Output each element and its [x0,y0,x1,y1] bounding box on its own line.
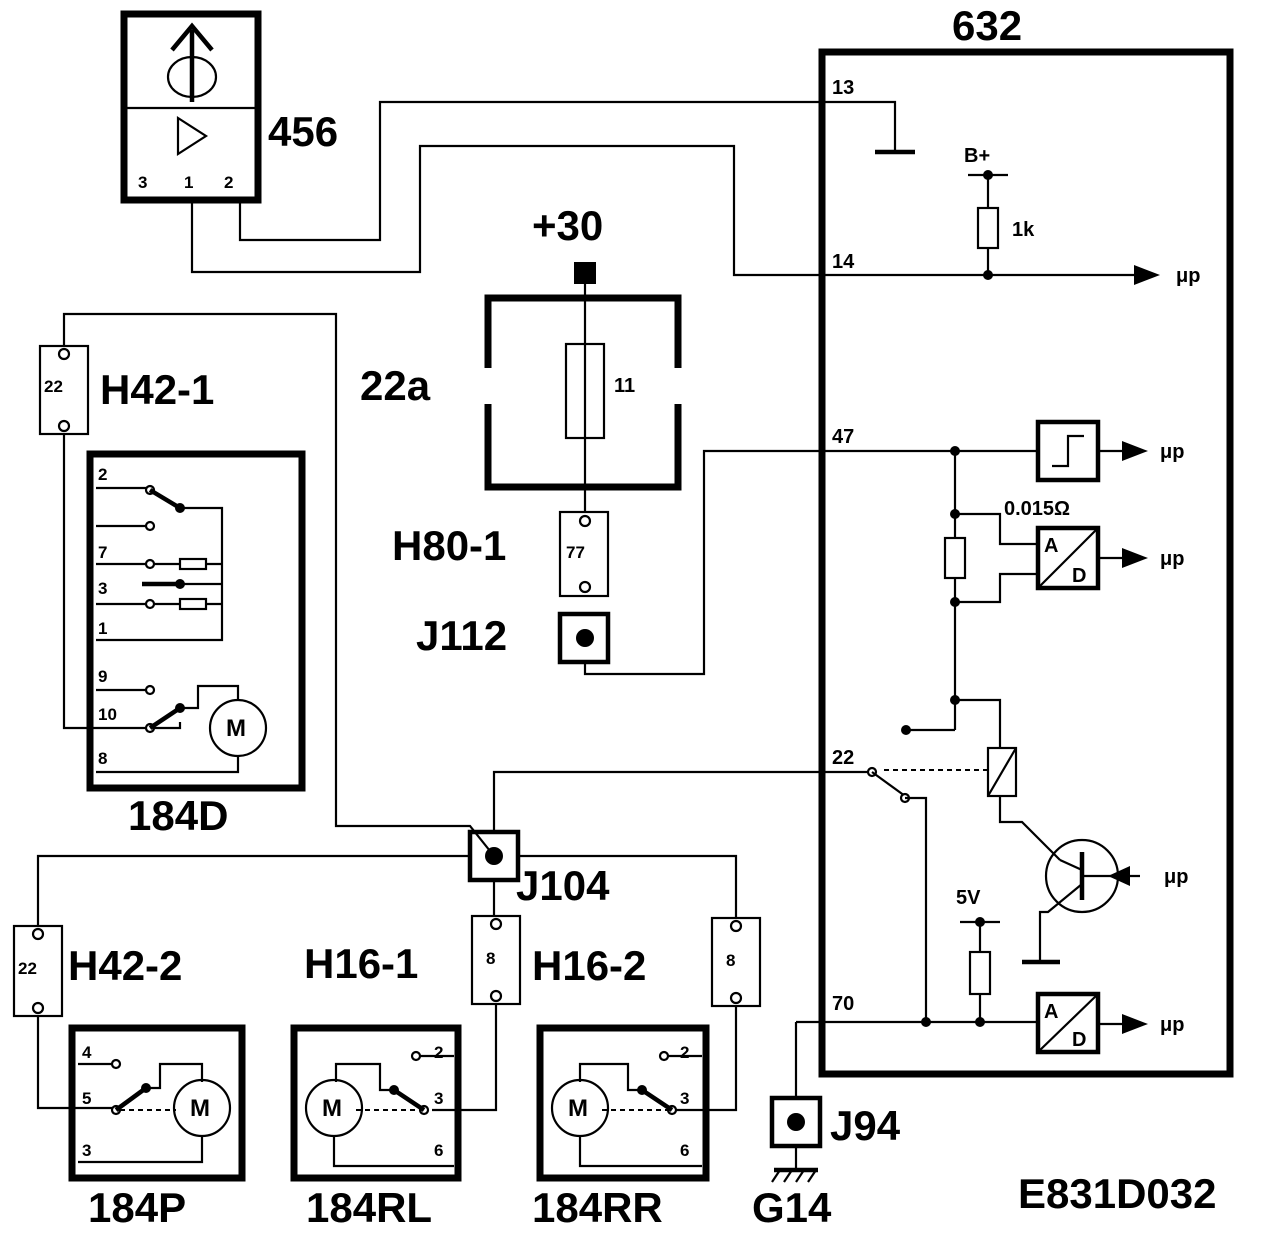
ecu-pin-47: 47 [832,426,854,448]
shunt-label: 0.015Ω [1004,498,1070,520]
h16-2-label: H16-2 [532,942,646,989]
sensor-label: 456 [268,108,338,155]
arrow-icon [1122,548,1148,568]
motor-184p-letter: M [190,1095,210,1122]
connector-h16-1: 8 H16-1 [304,914,522,1112]
184rl-pin-3: 3 [434,1089,443,1108]
motor-184d-letter: M [226,715,246,742]
184d-label: 184D [128,792,228,839]
184rr-pin-2: 2 [680,1043,689,1062]
connector-h42-2: 22 H42-2 [12,924,182,1110]
h16-1-pin: 8 [486,949,495,968]
connector-h80-1: 77 H80-1 J112 [392,449,822,676]
h42-1-pin: 22 [44,377,63,396]
supply-label: +30 [532,202,603,249]
supply-terminal [574,262,596,284]
amplifier-icon [176,115,209,157]
junction-j104: J104 [36,770,822,926]
arrow-icon [1122,1014,1148,1034]
motor-184p: 4 5 3 M 184P [68,1024,246,1231]
motor-184rr: 2 3 6 M 184RR [532,1024,710,1231]
h42-2-pin: 22 [18,959,37,978]
184rl-pin-6: 6 [434,1141,443,1160]
adc-a-1: A [1044,535,1058,557]
diagram-code: E831D032 [1018,1170,1217,1217]
sensor-pin-3: 3 [138,173,147,192]
ecu-pin-13: 13 [832,77,854,99]
h42-2-label: H42-2 [68,942,182,989]
motor-184rl: 2 3 6 M 184RL [290,1024,462,1231]
bplus-label: B+ [964,145,990,167]
184d-pin-3: 3 [98,579,107,598]
184d-pin-9: 9 [98,667,107,686]
resistor-5v [968,950,992,996]
junction-j94: J94 G14 [752,1022,901,1231]
sensor-pin-2: 2 [224,173,233,192]
fuse-box-22a: +30 11 22a [360,202,682,514]
ecu-label: 632 [952,2,1022,49]
connector-h16-2: 8 H16-2 [532,916,762,1112]
ecu-pin-14: 14 [832,251,855,273]
h80-pin: 77 [566,543,585,562]
h16-1-label: H16-1 [304,940,418,987]
resistor-1k-label: 1k [1012,219,1035,241]
motor-184rl-letter: M [322,1095,342,1122]
fuse-box-label: 22a [360,362,431,409]
mp-label-2: μp [1160,441,1184,463]
adc-a-2: A [1044,1001,1058,1023]
motor-184rr-letter: M [568,1095,588,1122]
j94-label: J94 [830,1102,901,1149]
arrow-icon [1108,866,1130,886]
184d-pin-10: 10 [98,705,117,724]
184rl-label: 184RL [306,1184,432,1231]
184d-pin-8: 8 [98,749,107,768]
resistor-1k [976,206,1000,250]
g14-label: G14 [752,1184,832,1231]
mp-label-1: μp [1176,265,1200,287]
ecu-pin-22: 22 [832,747,854,769]
ecu-632: 632 13 14 47 22 70 B+ 1k μp μp 0.015Ω [796,2,1234,1078]
fuse-label: 11 [614,375,635,397]
mp-label-4: μp [1164,866,1188,888]
184p-pin-5: 5 [82,1089,91,1108]
mp-label-3: μp [1160,548,1184,570]
adc-d-2: D [1072,1029,1086,1051]
h42-1-label: H42-1 [100,366,214,413]
184d-pin-7: 7 [98,543,107,562]
mp-label-5: μp [1160,1014,1184,1036]
h80-label: H80-1 [392,522,506,569]
connector-h42-1: 22 H42-1 [38,312,495,857]
arrow-icon [1134,265,1160,285]
184p-label: 184P [88,1184,186,1231]
sensor-pin-1: 1 [184,173,193,192]
184rl-pin-2: 2 [434,1043,443,1062]
184rr-pin-6: 6 [680,1141,689,1160]
j112-label: J112 [416,612,507,659]
184p-pin-4: 4 [82,1043,92,1062]
ecu-pin-70: 70 [832,993,854,1015]
184p-pin-3: 3 [82,1141,91,1160]
adc-d-1: D [1072,565,1086,587]
h16-2-pin: 8 [726,951,735,970]
184rr-label: 184RR [532,1184,663,1231]
motor-184d: 2 7 3 1 9 10 8 M 184D [62,434,306,839]
shunt-resistor [943,536,967,580]
five-v-label: 5V [956,887,981,909]
j104-label: J104 [516,862,610,909]
184d-pin-1: 1 [98,619,107,638]
sensor-456: 3 1 2 456 [120,10,822,277]
arrow-icon [1122,441,1148,461]
184d-pin-2: 2 [98,465,107,484]
184rr-pin-3: 3 [680,1089,689,1108]
